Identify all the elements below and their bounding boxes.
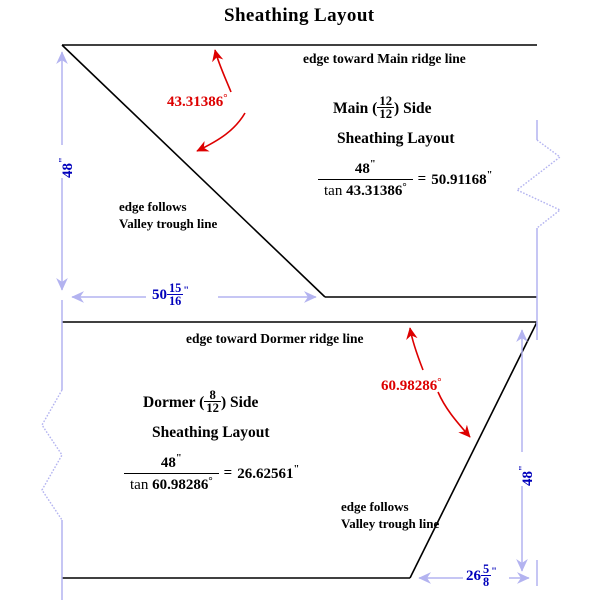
main-angle-leader-arrows <box>196 49 246 152</box>
main-formula: 48" tan 43.31386° =50.91168" <box>318 159 493 200</box>
dormer-angle-degree-icon: ° <box>437 376 442 388</box>
dormer-angle-value: 60.98286 <box>381 377 438 394</box>
main-angle-arrow-lower <box>196 112 246 152</box>
main-sheathing-outline <box>61 44 537 298</box>
right-break-zigzag-icon <box>515 139 562 229</box>
main-valley-diagonal-edge <box>61 44 326 298</box>
main-pitch-numerator: 12 <box>377 93 395 109</box>
left-break-zigzag-icon <box>41 389 63 521</box>
main-heading-prefix: Main ( <box>333 99 378 117</box>
dormer-horizontal-dimension-line <box>418 560 538 586</box>
main-vertical-dimension-label: 48" <box>58 157 76 178</box>
main-angle-degree-icon: ° <box>223 92 228 104</box>
right-extension-line <box>515 120 562 330</box>
dormer-formula-result: 26.62561" <box>237 463 300 482</box>
dormer-formula-denominator: tan 60.98286° <box>130 474 213 493</box>
dormer-heading-prefix: Dormer ( <box>143 393 205 411</box>
dormer-pitch-numerator: 8 <box>204 389 221 403</box>
main-formula-fraction: 48" tan 43.31386° <box>318 159 413 200</box>
dormer-sheathing-outline <box>62 321 538 579</box>
main-formula-equals: = <box>417 170 427 187</box>
dormer-formula-fraction: 48" tan 60.98286° <box>124 453 219 494</box>
dormer-formula: 48" tan 60.98286° =26.62561" <box>124 453 299 494</box>
dormer-angle-label: 60.98286° <box>381 376 442 395</box>
page-title: Sheathing Layout <box>224 5 375 26</box>
main-angle-value: 43.31386 <box>167 93 224 110</box>
dormer-angle-leader-arrows <box>406 327 471 438</box>
main-angle-arrow-upper <box>212 49 232 93</box>
main-valley-note-line2: Valley trough line <box>119 216 218 231</box>
main-formula-result: 50.91168" <box>431 169 493 188</box>
main-edge-label: edge toward Main ridge line <box>303 51 466 66</box>
dormer-valley-diagonal-edge <box>409 321 538 579</box>
main-formula-numerator: 48" <box>318 159 413 180</box>
dormer-valley-note-line1: edge follows <box>341 499 409 514</box>
dormer-angle-arrow-lower <box>437 391 471 438</box>
dormer-edge-label: edge toward Dormer ridge line <box>186 331 364 346</box>
dormer-formula-equals: = <box>223 464 233 481</box>
left-extension-line <box>41 300 63 600</box>
dormer-valley-note: edge follows Valley trough line <box>341 498 439 532</box>
dormer-valley-note-line2: Valley trough line <box>341 516 440 531</box>
dormer-vertical-dimension-line <box>516 322 538 572</box>
main-pitch-denominator: 12 <box>379 107 393 122</box>
main-heading-line2: Sheathing Layout <box>337 130 455 147</box>
main-valley-note: edge follows Valley trough line <box>119 198 217 232</box>
main-angle-label: 43.31386° <box>167 92 228 111</box>
main-heading-suffix: ) Side <box>394 99 432 117</box>
main-valley-note-line1: edge follows <box>119 199 187 214</box>
dormer-heading-suffix: ) Side <box>220 393 259 411</box>
dormer-formula-numerator: 48" <box>124 453 219 474</box>
dormer-angle-arrow-upper <box>406 327 424 371</box>
dormer-heading-line2: Sheathing Layout <box>152 424 270 441</box>
main-formula-denominator: tan 43.31386° <box>324 180 407 199</box>
dormer-pitch-denominator: 12 <box>206 401 219 416</box>
dormer-vertical-dimension-label: 48" <box>518 465 536 486</box>
